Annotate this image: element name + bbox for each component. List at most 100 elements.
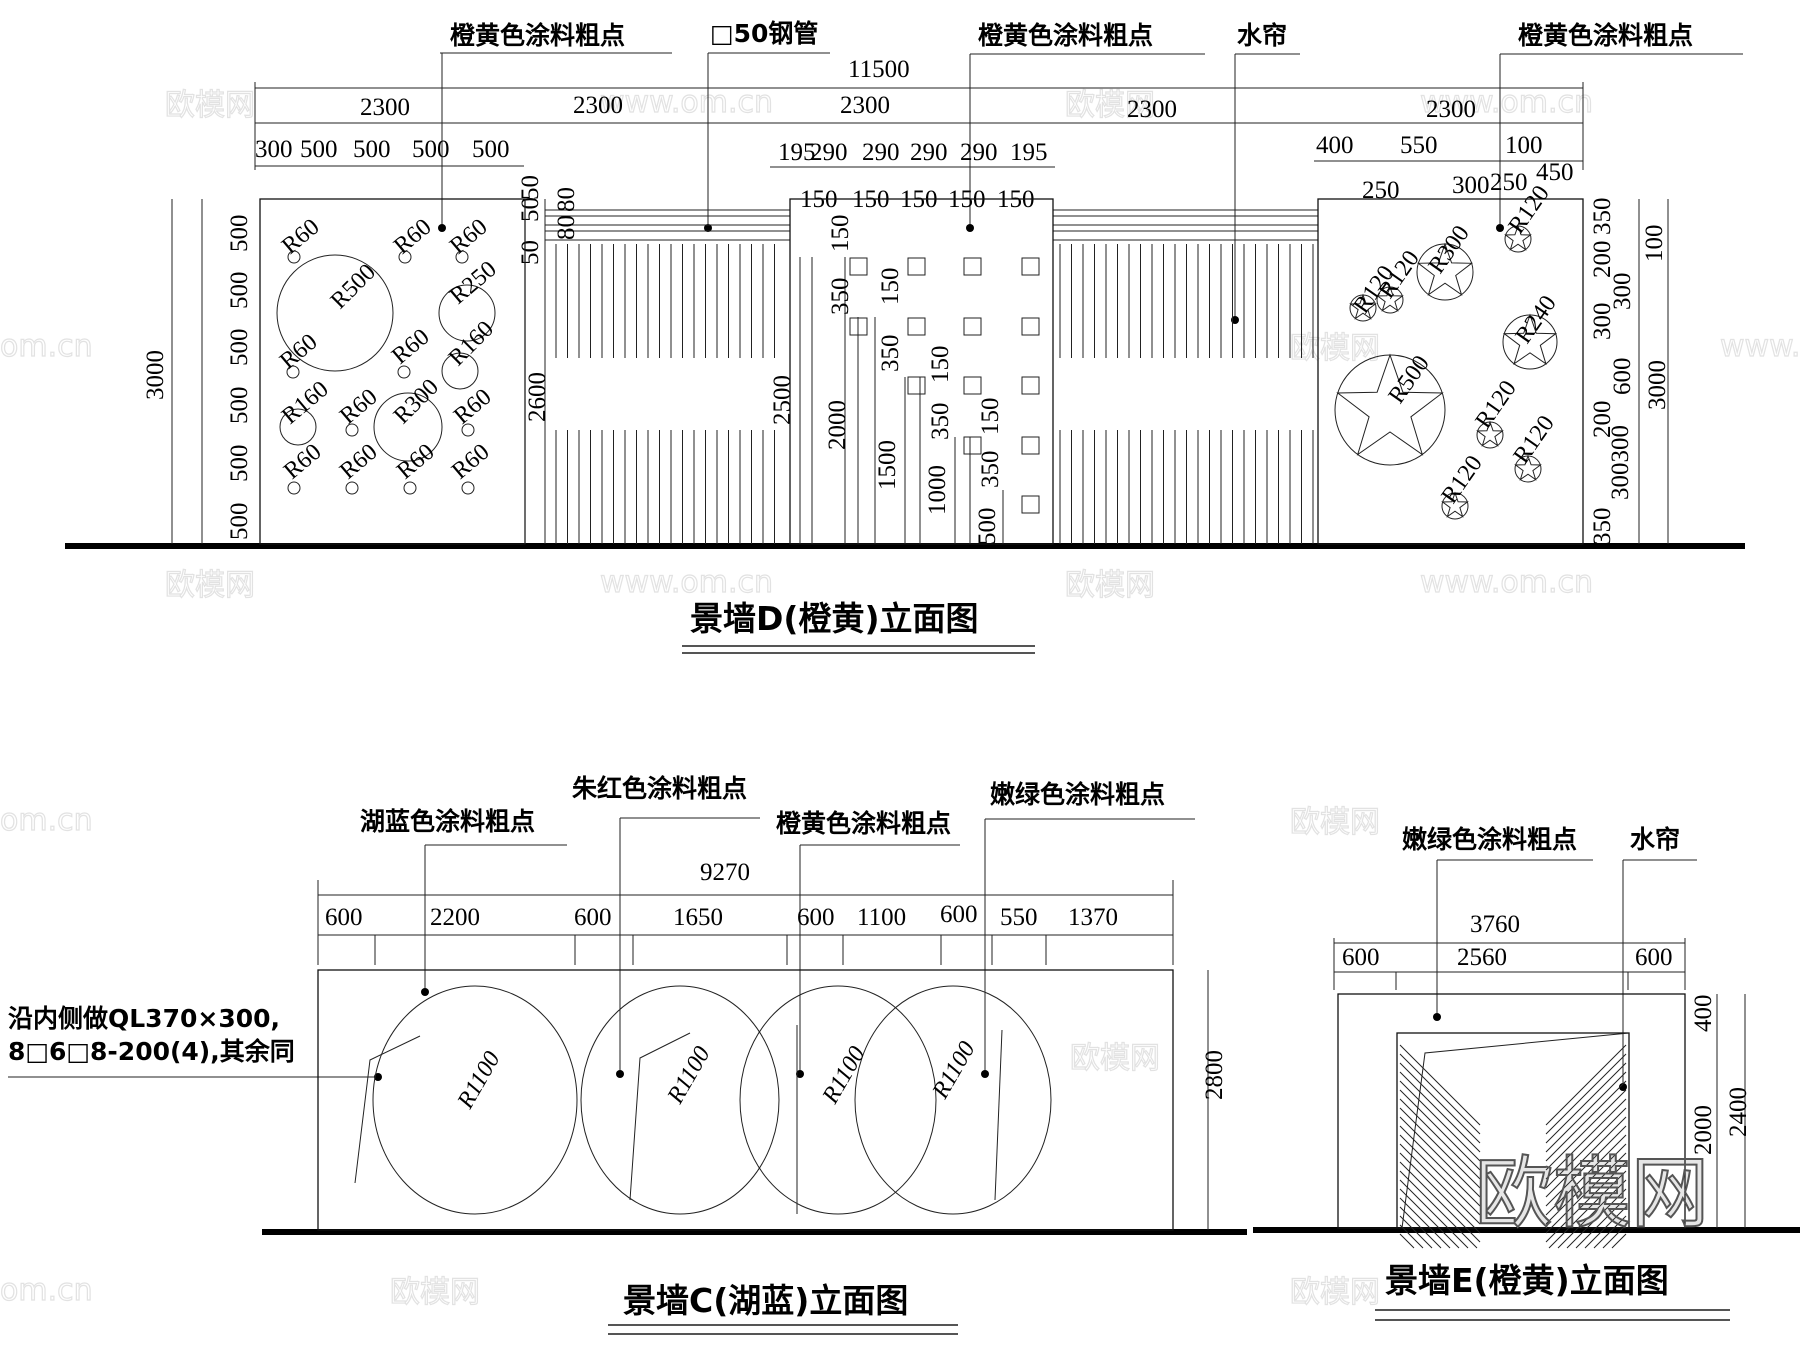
circle-r160 bbox=[279, 408, 317, 446]
radius-label: R60 bbox=[449, 384, 496, 430]
radius-labels-left: R60 R60 R60 R500 R250 R60 R60 R160 R160 … bbox=[275, 214, 502, 485]
callout-label: □50钢管 bbox=[710, 19, 818, 48]
dim-height: 2000 bbox=[1690, 1105, 1717, 1155]
hatch-line bbox=[1593, 1215, 1627, 1249]
dim-segment: 2200 bbox=[430, 904, 480, 931]
circle-r1100 bbox=[854, 985, 1052, 1215]
hatch-line bbox=[1399, 1062, 1481, 1144]
radius-label: R250 bbox=[445, 256, 502, 309]
radius-label: R300 bbox=[1424, 221, 1475, 279]
dim-sub: 195 bbox=[1010, 139, 1048, 166]
hatch-line bbox=[1545, 1089, 1627, 1171]
star-shape bbox=[1349, 293, 1377, 320]
watermark-text: 欧模网 bbox=[1065, 568, 1155, 603]
side-note: 沿内侧做QL370×300, bbox=[8, 1004, 280, 1033]
dim-sub: 300 bbox=[1452, 172, 1490, 199]
dim-height: 2000 bbox=[824, 400, 851, 450]
square-opening bbox=[963, 436, 982, 455]
hatch-line bbox=[1399, 1080, 1481, 1162]
callout-label: 嫩绿色涂料粗点 bbox=[990, 780, 1165, 809]
watermark-text: 欧模网 bbox=[1290, 1275, 1380, 1310]
dim-height: 600 bbox=[1609, 358, 1636, 396]
dim-sub: 250 bbox=[1490, 169, 1528, 196]
dim-height: 300 bbox=[1609, 273, 1636, 311]
callout-label: 橙黄色涂料粗点 bbox=[978, 21, 1153, 50]
watermark-text: 欧模网 bbox=[1290, 805, 1380, 840]
dim-step: 150 bbox=[977, 398, 1004, 436]
dim-step: 350 bbox=[927, 403, 954, 441]
dim-pipe: 50 bbox=[517, 197, 544, 222]
tick-lines bbox=[374, 935, 1047, 965]
dim-pipe: 50 bbox=[517, 240, 544, 265]
dim-pipe: 80 bbox=[553, 215, 580, 240]
radius-label: R300 bbox=[389, 374, 444, 429]
hatch-line bbox=[1399, 1089, 1481, 1171]
dim-step: 350 bbox=[827, 278, 854, 316]
dim-overall: 9270 bbox=[700, 859, 750, 886]
hatch-line bbox=[1545, 1152, 1627, 1234]
watermark-text: 欧模网 bbox=[165, 88, 255, 123]
radius-label: R60 bbox=[445, 214, 492, 260]
hatch-line bbox=[1611, 1233, 1627, 1249]
hatch-line bbox=[1584, 1206, 1627, 1249]
radius-label: R60 bbox=[387, 324, 434, 370]
square-opening bbox=[963, 317, 982, 336]
dim-height: 300300 bbox=[1607, 425, 1634, 500]
drawing-title: 景墙D(橙黄)立面图 bbox=[690, 599, 979, 638]
dim-overall: 11500 bbox=[848, 56, 910, 83]
watermark-text: www.om.cn bbox=[1420, 565, 1593, 600]
watermarks: 欧模网 www.om.cn 欧模网 www.om.cn om.cn 欧模网 ww… bbox=[0, 84, 1800, 1310]
dim-height: 3000 bbox=[1644, 360, 1671, 410]
star-shape bbox=[1504, 224, 1532, 251]
square-opening bbox=[1021, 495, 1040, 514]
watermark-text: 欧模网 bbox=[165, 568, 255, 603]
dim-sub: 550 bbox=[1400, 132, 1438, 159]
watermark-text: www.om.cn bbox=[1420, 85, 1593, 120]
hatch-line bbox=[1602, 1224, 1627, 1249]
radius-label: R60 bbox=[389, 214, 436, 260]
dim-segment: 1100 bbox=[857, 904, 906, 931]
water-curtain-opening bbox=[1396, 1032, 1630, 1229]
dim-segment: 2300 bbox=[573, 92, 623, 119]
radius-label: R120 bbox=[1437, 451, 1488, 509]
hatch-line bbox=[1399, 1161, 1481, 1243]
circle-r1100 bbox=[580, 985, 780, 1215]
watermark-large: 欧模网 bbox=[1475, 1149, 1709, 1239]
drawing-title: 景墙C(湖蓝)立面图 bbox=[623, 1281, 908, 1320]
dim-sub: 500 bbox=[472, 136, 510, 163]
radius-label: R1100 bbox=[452, 1047, 505, 1114]
dim-segment: 600 bbox=[940, 901, 978, 928]
dim-step: 150 bbox=[927, 346, 954, 384]
dim-segment: 2300 bbox=[360, 94, 410, 121]
hatch-line bbox=[1399, 1206, 1442, 1249]
hatch-line bbox=[1399, 1116, 1481, 1198]
hatch-line bbox=[1399, 1233, 1415, 1249]
radius-label: R120 bbox=[1471, 376, 1522, 434]
star-circles bbox=[1334, 225, 1558, 520]
steel-pipe-rails bbox=[545, 209, 1318, 241]
dim-height: 500 bbox=[226, 445, 253, 483]
hatch-line bbox=[1399, 1197, 1451, 1249]
hatch-line bbox=[1566, 1188, 1627, 1249]
dim-sub: 290 bbox=[810, 139, 848, 166]
dim-sub: 500 bbox=[300, 136, 338, 163]
dim-sub: 195 bbox=[778, 139, 816, 166]
dim-height: 3000 bbox=[142, 350, 169, 400]
radius-label: R1100 bbox=[662, 1042, 715, 1109]
square-opening bbox=[907, 257, 926, 276]
watermark-text: 欧模网 bbox=[1070, 1041, 1160, 1076]
radius-label: R60 bbox=[277, 214, 324, 260]
hatch-line bbox=[1545, 1062, 1627, 1144]
step-lines bbox=[799, 257, 1004, 544]
watermark-text: www.om.cn bbox=[1720, 329, 1800, 364]
square-opening bbox=[907, 317, 926, 336]
dim-height: 1500 bbox=[874, 440, 901, 490]
dim-segment: 600 bbox=[574, 904, 612, 931]
hatch-line bbox=[1548, 1170, 1627, 1249]
hatch-line bbox=[1545, 1125, 1627, 1207]
elevation-c: 湖蓝色涂料粗点 朱红色涂料粗点 橙黄色涂料粗点 嫩绿色涂料粗点 沿内侧做QL37… bbox=[8, 774, 1247, 1335]
dim-height: 500 bbox=[226, 503, 253, 541]
dim-step: 350 bbox=[877, 335, 904, 373]
dim-sub: 300 bbox=[255, 136, 293, 163]
dim-height: 350 bbox=[1589, 198, 1616, 236]
